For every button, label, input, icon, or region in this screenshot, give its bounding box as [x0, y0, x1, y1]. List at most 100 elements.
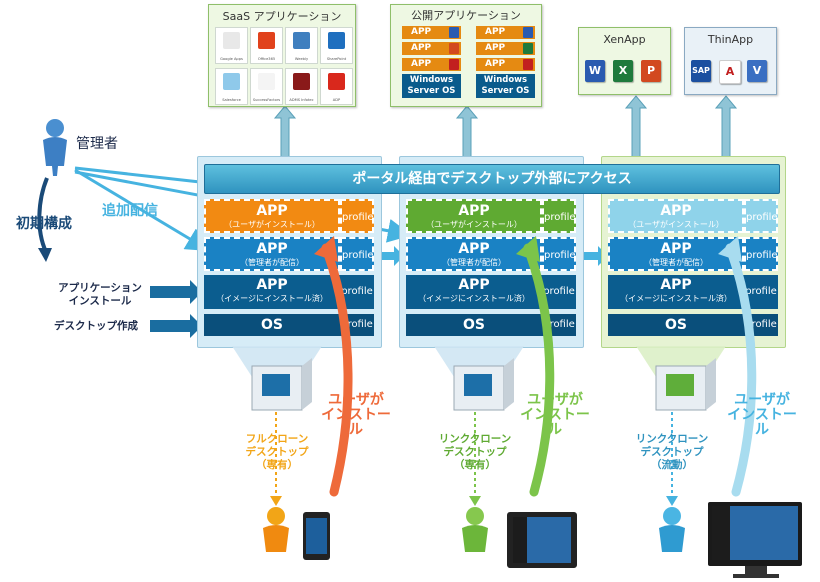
google-icon	[223, 32, 240, 49]
saas-app-tile: SuccessFactors	[250, 68, 283, 105]
public-app-item: APP	[476, 42, 535, 55]
saas-app-label: SharePoint	[326, 57, 347, 61]
os-layer-1: OS	[204, 314, 340, 336]
thinapp-title: ThinApp	[707, 33, 754, 46]
weebly-icon	[293, 32, 310, 49]
public-app-item: APP	[476, 58, 535, 71]
profile-admin-3: profile	[744, 237, 778, 271]
desktop-type-label-2: リンククローン デスクトップ （専有）	[438, 433, 512, 471]
saas-app-label: ADMS Infotec	[289, 98, 314, 102]
saas-app-tile: ADP	[320, 68, 353, 105]
xenapp-title: XenApp	[603, 33, 646, 46]
admin-person-icon	[43, 119, 67, 176]
desktop-type-label-1: フルクローン デスクトップ （専有）	[245, 433, 309, 471]
office365-icon	[258, 32, 275, 49]
os-layer-2: OS	[406, 314, 542, 336]
excel-icon: X	[613, 60, 633, 82]
public-apps-column-1: APP APP APP Windows Server OS	[402, 26, 461, 98]
initial-setup-label: 初期構成	[16, 216, 72, 232]
saas-app-tile: Office365	[250, 27, 283, 64]
pc-monitor-icon	[708, 502, 802, 578]
user-person-icon-3	[659, 507, 685, 552]
saas-app-label: Office365	[257, 57, 276, 61]
powerpoint-icon	[449, 43, 459, 54]
pdf-icon	[523, 59, 533, 70]
word-icon	[449, 27, 459, 38]
sap-icon: SAP	[691, 60, 711, 82]
saas-app-tile: Google Apps	[215, 27, 248, 64]
salesforce-icon	[223, 73, 240, 90]
public-app-item: APP	[402, 42, 461, 55]
thinapp-box: ThinApp SAP A V	[684, 27, 777, 95]
app-install-label: アプリケーション インストール	[58, 282, 142, 307]
portal-access-bar: ポータル経由でデスクトップ外部にアクセス	[204, 164, 780, 194]
saas-app-tile: Weebly	[285, 27, 318, 64]
saas-app-label: ADP	[332, 98, 341, 102]
vm-desktop-icon-1	[251, 358, 312, 411]
xenapp-box: XenApp W X P	[578, 27, 671, 95]
profile-user-3: profile	[744, 199, 778, 233]
profile-user-2: profile	[542, 199, 576, 233]
profile-admin-1: profile	[340, 237, 374, 271]
saas-app-label: Google Apps	[220, 57, 243, 61]
saas-app-label: Weebly	[294, 57, 309, 61]
app-image-installed-1: APP（イメージにインストール済）	[204, 275, 340, 309]
pdf-icon	[449, 59, 459, 70]
user-install-label-1: ユーザが インストール	[321, 392, 391, 438]
excel-icon	[523, 43, 533, 54]
app-image-installed-3: APP（イメージにインストール済）	[608, 275, 744, 309]
user-install-label-3: ユーザが インストール	[727, 392, 797, 438]
tablet-icon	[507, 512, 577, 568]
saas-app-label: Salesforce	[222, 98, 241, 102]
word-icon: W	[585, 60, 605, 82]
acrobat-icon: A	[719, 60, 741, 84]
profile-admin-2: profile	[542, 237, 576, 271]
app-user-installed-1: APP（ユーザがインストール）	[204, 199, 340, 233]
windows-server-os: Windows Server OS	[476, 74, 535, 98]
saas-app-tile: SharePoint	[320, 27, 353, 64]
powerpoint-icon: P	[641, 60, 661, 82]
app-image-installed-2: APP（イメージにインストール済）	[406, 275, 542, 309]
user-install-arrow-1	[321, 243, 353, 497]
user-person-icon-2	[462, 507, 488, 552]
desktop-create-label: デスクトップ作成	[54, 320, 138, 332]
saas-app-label: SuccessFactors	[252, 98, 281, 102]
public-app-item: APP	[402, 58, 461, 71]
app-admin-delivered-1: APP（管理者が配信）	[204, 237, 340, 271]
saas-box: SaaS アプリケーション Google Apps Office365 Weebly…	[208, 4, 356, 107]
app-user-installed-3: APP（ユーザがインストール）	[608, 199, 744, 233]
vm-desktop-icon-3	[655, 358, 716, 411]
left-install-arrows	[150, 280, 202, 338]
saas-title: SaaS アプリケーション	[222, 10, 342, 23]
os-layer-3: OS	[608, 314, 744, 336]
saas-app-tile: Salesforce	[215, 68, 248, 105]
user-install-arrow-3	[725, 243, 757, 497]
public-app-item: APP	[402, 26, 461, 39]
desktop-type-label-3: リンククローン デスクトップ （流動）	[635, 433, 709, 471]
public-apps-box: 公開アプリケーション APP APP APP Windows Server OS…	[390, 4, 542, 107]
vm-desktop-icon-2	[453, 358, 514, 411]
additional-delivery-label: 追加配信	[102, 203, 158, 219]
smartphone-icon	[303, 512, 330, 560]
user-install-arrow-2	[523, 243, 555, 497]
user-person-icon-1	[263, 507, 289, 552]
public-apps-column-2: APP APP APP Windows Server OS	[476, 26, 535, 98]
sharepoint-icon	[328, 32, 345, 49]
app-user-installed-2: APP（ユーザがインストール）	[406, 199, 542, 233]
adp-icon	[328, 73, 345, 90]
visio-icon: V	[747, 60, 767, 82]
windows-server-os: Windows Server OS	[402, 74, 461, 98]
a-icon	[293, 73, 310, 90]
word-icon	[523, 27, 533, 38]
saas-app-tile: ADMS Infotec	[285, 68, 318, 105]
user-install-label-2: ユーザが インストール	[520, 392, 590, 438]
profile-user-1: profile	[340, 199, 374, 233]
admin-label: 管理者	[76, 136, 118, 152]
initial-setup-arrow	[37, 177, 49, 253]
public-app-item: APP	[476, 26, 535, 39]
heart-icon	[258, 73, 275, 90]
public-apps-title: 公開アプリケーション	[411, 9, 521, 22]
